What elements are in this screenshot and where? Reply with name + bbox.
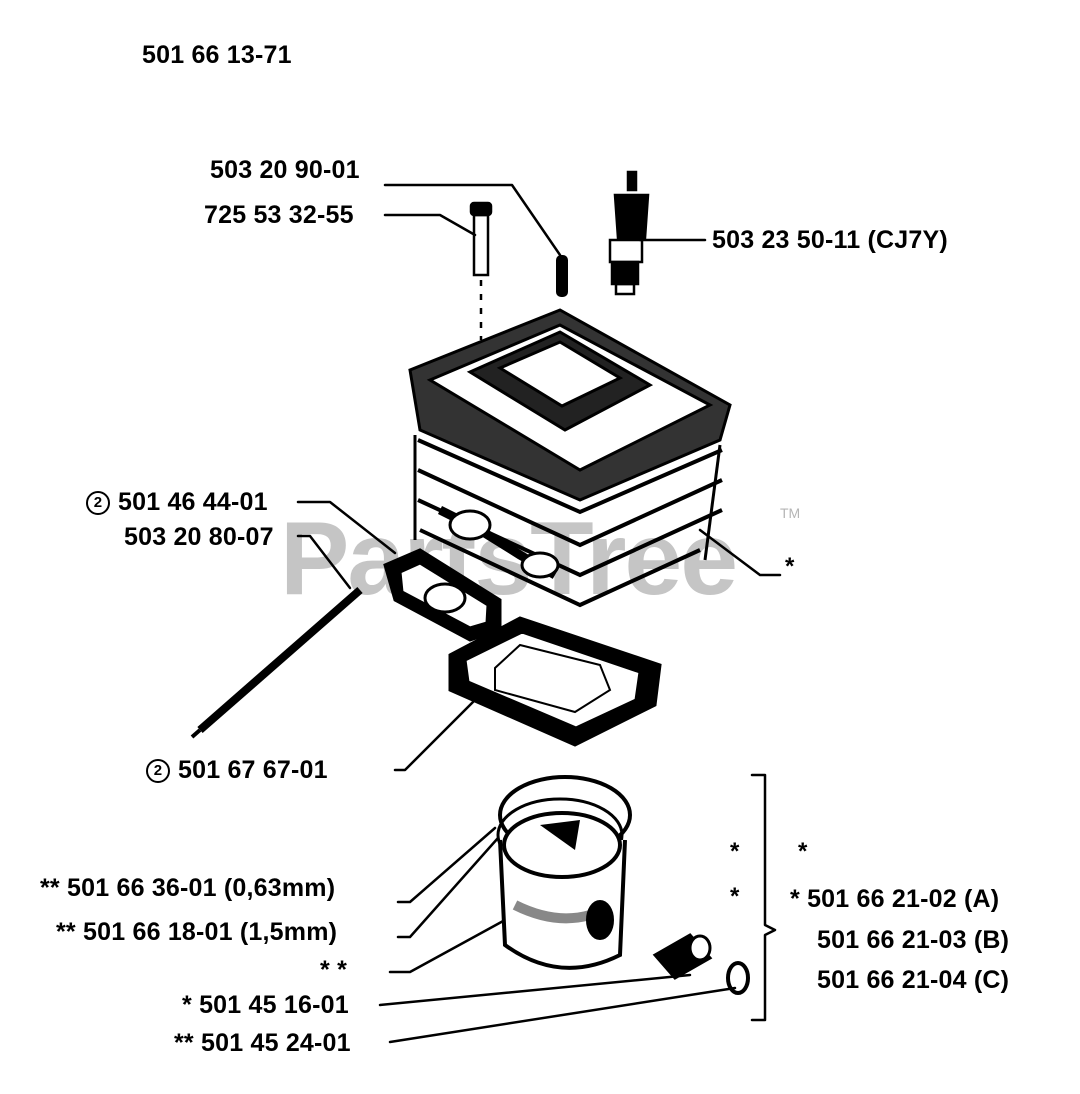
label-kit-b: 501 66 21-03 (B) bbox=[817, 926, 1010, 954]
label-base-gasket: 2 501 67 67-01 bbox=[146, 755, 328, 785]
label-ring-063: ** 501 66 36-01 (0,63mm) bbox=[40, 874, 336, 902]
label-muffler-gasket: 2 501 46 44-01 bbox=[86, 487, 268, 517]
label-dowel-pin: 503 20 90-01 bbox=[210, 156, 360, 184]
base-gasket-part bbox=[448, 616, 662, 747]
leader-piston bbox=[388, 918, 507, 974]
label-piston-asterisks: * * bbox=[320, 956, 348, 984]
label-bolt: 725 53 32-55 bbox=[204, 201, 354, 229]
kit-bracket bbox=[750, 773, 777, 1022]
leader-stud bbox=[296, 534, 352, 590]
piston-part bbox=[496, 775, 632, 970]
label-circlip: ** 501 45 24-01 bbox=[174, 1029, 351, 1057]
circled-2-marker-2: 2 bbox=[146, 759, 170, 783]
piston-pin-part bbox=[652, 933, 713, 980]
spark-plug-part bbox=[608, 170, 650, 296]
leader-gasket-muffler bbox=[296, 500, 397, 555]
label-kit-a: * 501 66 21-02 (A) bbox=[790, 885, 1000, 913]
dowel-pin-part bbox=[556, 255, 568, 297]
bolt-part bbox=[469, 201, 493, 340]
cylinder-part bbox=[408, 308, 732, 608]
header-part-number: 501 66 13-71 bbox=[142, 41, 292, 69]
kit-star-2a: * bbox=[730, 883, 740, 910]
kit-star-1b: * bbox=[798, 838, 808, 865]
kit-star-1a: * bbox=[730, 838, 740, 865]
label-cylinder-asterisk: * bbox=[785, 553, 795, 580]
leader-pin bbox=[378, 973, 692, 1007]
label-spark-plug: 503 23 50-11 (CJ7Y) bbox=[712, 226, 948, 254]
leader-ring-063 bbox=[396, 826, 497, 904]
label-muffler-gasket-text: 501 46 44-01 bbox=[118, 488, 268, 516]
label-piston-pin: * 501 45 16-01 bbox=[182, 991, 349, 1019]
label-kit-c: 501 66 21-04 (C) bbox=[817, 966, 1010, 994]
circlip-part bbox=[726, 961, 750, 995]
leader-bolt-pin bbox=[383, 183, 562, 257]
label-base-gasket-text: 501 67 67-01 bbox=[178, 756, 328, 784]
leader-ring-15 bbox=[396, 836, 500, 939]
watermark-tm: TM bbox=[780, 505, 801, 521]
label-ring-15: ** 501 66 18-01 (1,5mm) bbox=[56, 918, 338, 946]
muffler-gasket-part bbox=[383, 548, 502, 642]
label-stud: 503 20 80-07 bbox=[124, 523, 274, 551]
leader-cylinder bbox=[698, 528, 782, 577]
circled-2-marker: 2 bbox=[86, 491, 110, 515]
leader-circlip bbox=[388, 986, 737, 1044]
stud-part bbox=[190, 586, 363, 739]
leader-bolt bbox=[383, 213, 477, 237]
leader-base-gasket bbox=[393, 688, 487, 772]
